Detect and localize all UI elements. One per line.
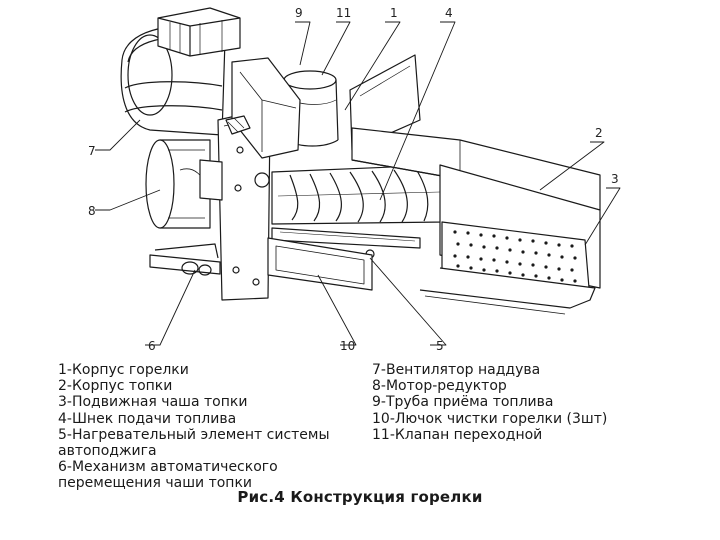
legend-item: 7-Вентилятор наддува <box>372 362 541 378</box>
callout-7: 7 <box>88 144 96 158</box>
legend-item: 6-Механизм автоматического <box>58 459 278 476</box>
adapter-valve <box>225 57 301 159</box>
callout-4: 4 <box>445 6 453 20</box>
burner-assembly-drawing: 9 11 1 4 2 3 7 8 6 10 5 <box>88 6 621 353</box>
legend-item: 4-Шнек подачи топлива <box>58 410 237 427</box>
legend-item: 1-Корпус горелки <box>58 362 189 378</box>
legend-item: 11-Клапан переходной <box>372 426 543 443</box>
legend-item: автоподжига <box>58 443 157 460</box>
callout-3: 3 <box>611 172 619 186</box>
gear-motor <box>145 139 223 229</box>
legend-item: 10-Лючок чистки горелки (3шт) <box>372 410 608 427</box>
legend-item: 8-Мотор-редуктор <box>372 378 507 395</box>
legend-item: 9-Труба приёма топлива <box>372 394 554 411</box>
callout-2: 2 <box>595 126 603 140</box>
callout-5: 5 <box>436 339 444 353</box>
fan-blower <box>120 7 241 136</box>
movable-grate <box>419 221 596 315</box>
ignition-heater <box>271 227 421 259</box>
legend-item: 5-Нагревательный элемент системы <box>58 426 330 443</box>
callout-9: 9 <box>295 6 303 20</box>
figure-caption: Рис.4 Конструкция горелки <box>237 488 483 506</box>
grate-mechanism <box>149 243 221 276</box>
legend-item: 3-Подвижная чаша топки <box>58 394 248 411</box>
callout-10: 10 <box>340 339 355 353</box>
cleaning-hatch <box>267 237 373 291</box>
callout-11: 11 <box>336 6 351 20</box>
legend-right-column: 7-Вентилятор наддува 8-Мотор-редуктор 9-… <box>372 362 607 443</box>
callout-1: 1 <box>390 6 398 20</box>
burner-body-plate <box>349 54 421 151</box>
fuel-auger <box>271 164 446 225</box>
callout-8: 8 <box>88 204 96 218</box>
legend-left-column: 1-Корпус горелки 2-Корпус топки 3-Подвиж… <box>58 362 330 492</box>
legend-item: 2-Корпус топки <box>58 378 173 395</box>
legend-item: перемещения чаши топки <box>58 475 253 492</box>
callout-6: 6 <box>148 339 156 353</box>
leader-lines <box>95 21 621 346</box>
